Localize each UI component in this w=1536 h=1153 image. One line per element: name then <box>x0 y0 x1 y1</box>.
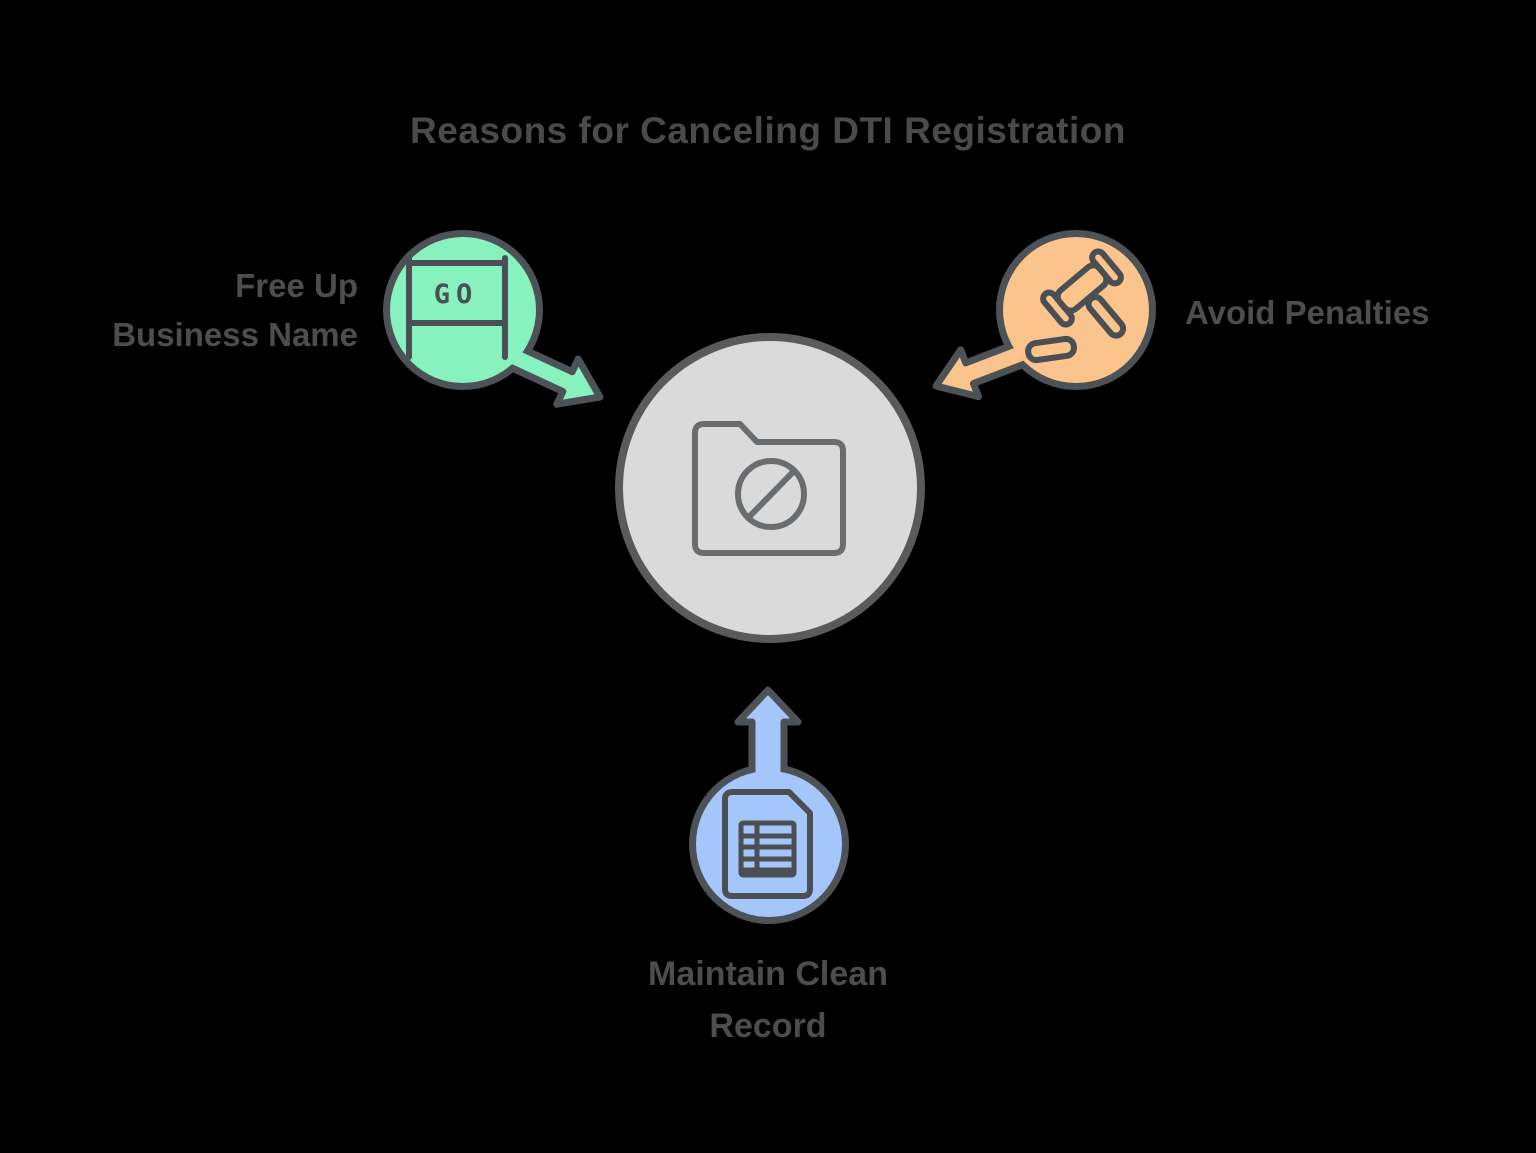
label-maintain-line1: Maintain Clean <box>648 955 888 993</box>
node-avoid-penalties <box>932 230 1156 401</box>
free-up-circle <box>390 237 536 383</box>
go-sign-text: GO <box>434 279 479 310</box>
prohibition-circle <box>735 458 807 530</box>
label-free-up-business-name: Free Up Business Name <box>112 261 358 359</box>
center-node <box>615 333 925 643</box>
label-maintain-clean-record: Maintain Clean Record <box>0 948 1536 1052</box>
label-maintain-line2: Record <box>709 1007 827 1045</box>
label-free-up-line1: Free Up <box>235 267 358 304</box>
gavel-icon <box>1025 248 1127 364</box>
gavel-cap-right <box>1089 248 1124 287</box>
label-avoid-penalties: Avoid Penalties <box>1185 288 1430 337</box>
document-page <box>722 789 813 899</box>
folder-shape <box>692 421 846 556</box>
label-free-up-line2: Business Name <box>112 316 358 353</box>
prohibition-slash <box>745 468 797 521</box>
gavel-cap-left <box>1040 289 1075 328</box>
label-avoid-penalties-text: Avoid Penalties <box>1185 294 1430 331</box>
cancelled-folder-icon <box>692 421 846 556</box>
node-maintain-clean-record <box>689 686 849 924</box>
gavel-base <box>1025 335 1077 364</box>
document-table-icon <box>722 789 813 899</box>
go-sign-icon: GO <box>406 255 508 360</box>
center-circle <box>615 333 925 643</box>
node-free-up-business-name: GO <box>383 230 604 408</box>
avoid-penalties-arrow <box>932 338 1033 401</box>
gavel-handle <box>1085 294 1127 339</box>
diagram-title: Reasons for Canceling DTI Registration <box>410 110 1126 151</box>
